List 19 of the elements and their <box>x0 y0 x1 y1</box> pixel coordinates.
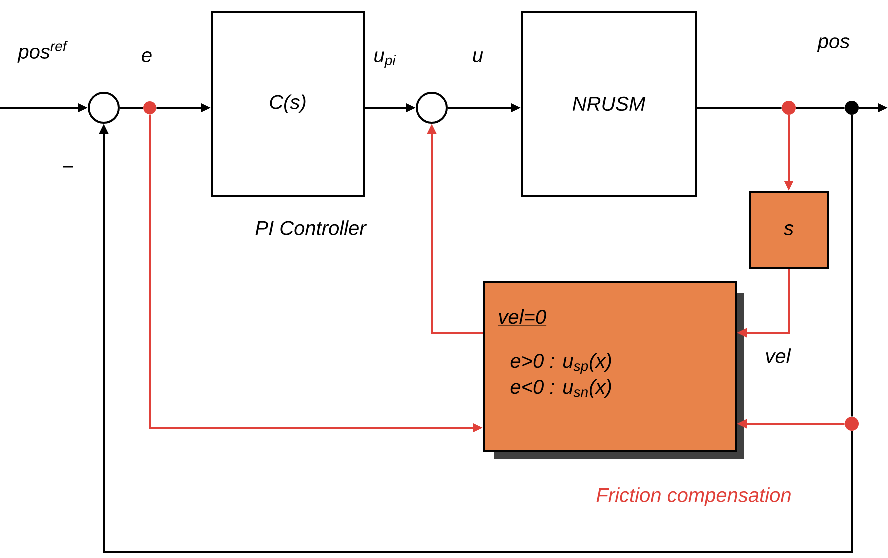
branch-point <box>782 101 796 115</box>
branch-point <box>845 101 859 115</box>
block-caption: PI Controller <box>256 220 367 236</box>
summing-junction <box>88 92 120 124</box>
signal-label: pos$^{ref}$ <box>18 41 68 63</box>
signal-label: vel <box>766 348 792 364</box>
block-box: s <box>749 191 829 269</box>
block-box: NRUSM <box>521 11 697 197</box>
signal-label: u <box>473 52 484 62</box>
branch-point <box>845 417 859 431</box>
signal-label: u$_{pi}$ <box>374 52 396 68</box>
block-caption: Friction compensation <box>596 488 791 506</box>
signal-label: pos <box>817 38 850 52</box>
block-box: C(s) <box>211 11 365 197</box>
signal-label: − <box>63 166 74 168</box>
summing-junction <box>416 92 448 124</box>
signal-label: e <box>142 52 152 62</box>
friction-compensation-box: vel=0 e>0 : u$_{sp}$(x) e<0 : u$_{sn}$(x) <box>483 282 744 459</box>
branch-point <box>144 102 156 114</box>
